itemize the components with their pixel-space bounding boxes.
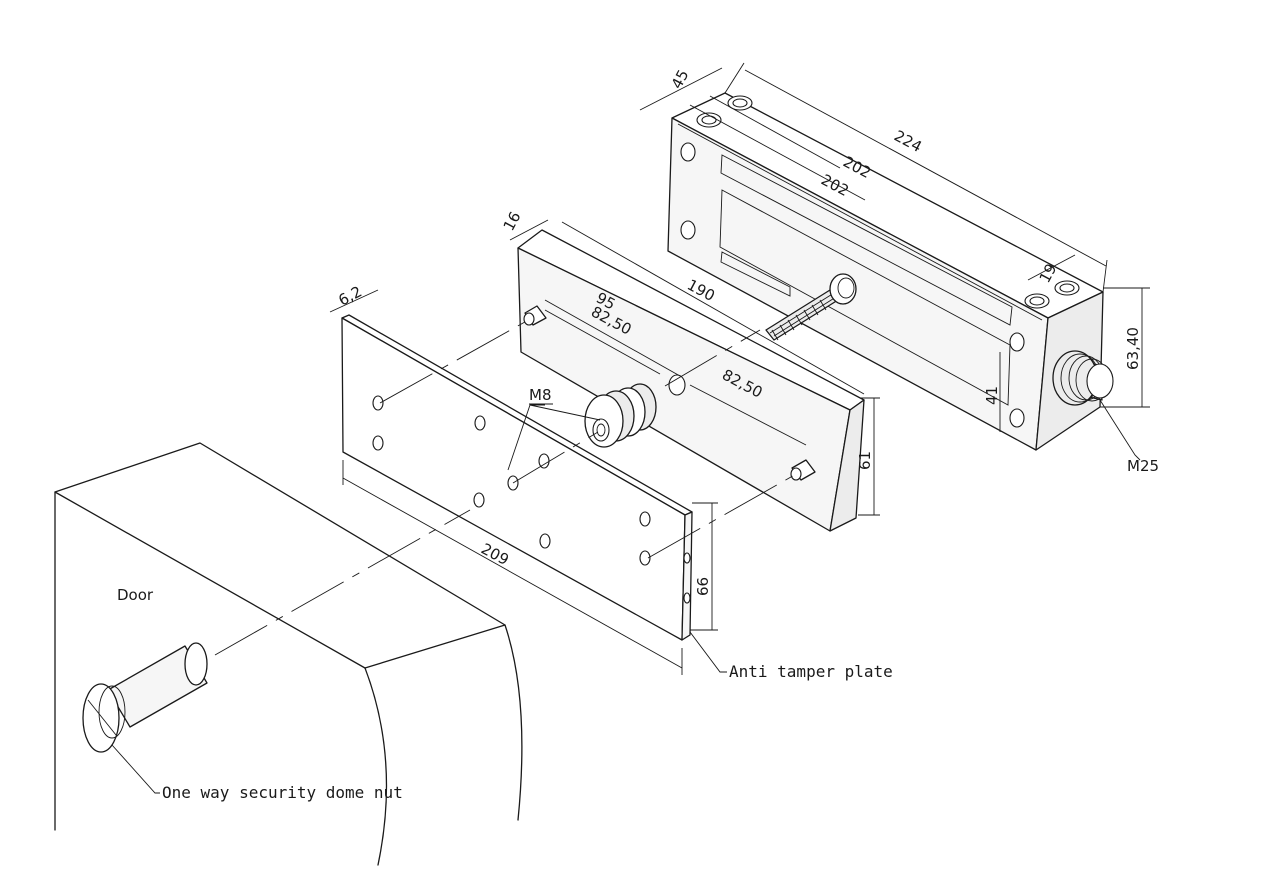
dim-61: 61: [856, 451, 874, 470]
label-door: Door: [117, 586, 154, 604]
maglock-top-holes: [696, 95, 1080, 309]
armature-end-face: [829, 399, 865, 532]
leader-lines: [111, 399, 1141, 794]
door: [54, 442, 523, 866]
maglock-body: [667, 92, 1114, 451]
label-anti-tamper-plate: Anti tamper plate: [729, 662, 893, 681]
armature-plate: [517, 229, 865, 532]
dim-63-40: 63,40: [1124, 327, 1142, 370]
dimension-lines: [329, 62, 1150, 675]
guide-pin-right: [790, 459, 816, 481]
guide-pin-left: [523, 305, 547, 326]
dim-190: 190: [684, 276, 718, 305]
dim-41: 41: [983, 386, 1001, 405]
one-way-security-dome-nut: [82, 642, 208, 753]
anti-tamper-end-face: [681, 511, 693, 641]
dim-16: 16: [500, 209, 525, 234]
label-m8: M8: [529, 386, 552, 404]
dim-209: 209: [478, 540, 512, 569]
armature-mounting-bolt: [765, 273, 857, 341]
dim-6-2: 6,2: [335, 282, 365, 309]
m25-cable-gland: [1052, 350, 1114, 406]
dim-66: 66: [694, 577, 712, 596]
dim-45: 45: [668, 67, 693, 92]
label-one-way-security-dome-nut: One way security dome nut: [162, 783, 403, 802]
anti-tamper-plate: [341, 314, 693, 641]
label-m25: M25: [1127, 457, 1159, 475]
assembly-centerlines: [214, 317, 799, 656]
